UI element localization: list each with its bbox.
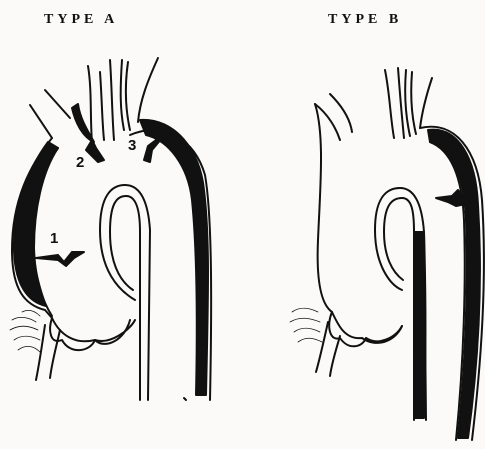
type-a-arch-branches [30,58,158,142]
type-b-heart-texture [290,308,322,342]
type-b-false-lumen [428,130,480,438]
type-a-aorta [10,58,211,400]
type-a-tear-3 [144,138,162,162]
type-a-tear-1 [36,252,84,266]
type-a-tear-2 [86,140,104,162]
type-b-title: TYPE B [328,12,402,28]
type-b-aorta [290,68,484,440]
type-b-arch-branches [315,68,432,140]
tear-label-2: 2 [76,154,84,171]
type-a-inner-arch [100,185,150,400]
type-a-title: TYPE A [44,12,118,28]
tear-label-3: 3 [128,137,136,154]
tear-label-1: 1 [50,230,58,247]
type-b-false-lumen-inner [414,232,426,418]
type-a-heart-texture [10,310,40,352]
